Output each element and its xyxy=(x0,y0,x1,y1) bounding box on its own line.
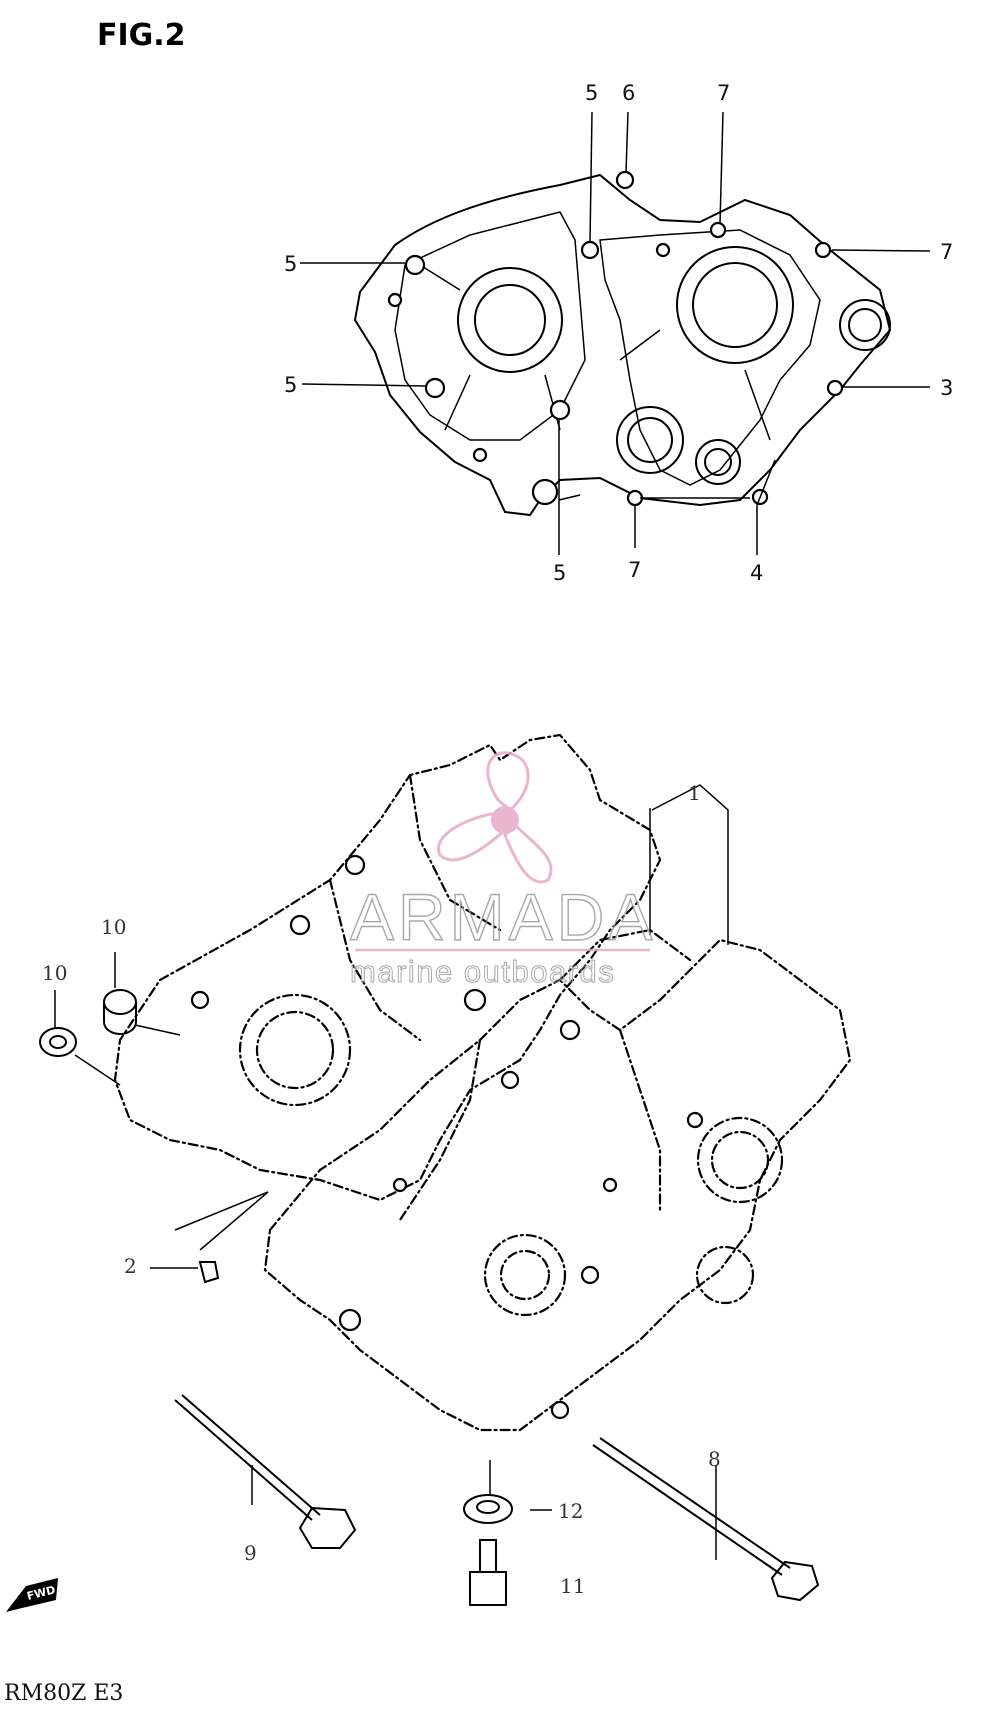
figure-title: FIG.2 xyxy=(97,18,186,53)
callout-10-upper: 10 xyxy=(101,915,126,939)
crankcase-half-view xyxy=(300,111,931,555)
callout-3: 3 xyxy=(940,376,953,400)
watermark-brand: ARMADA xyxy=(350,880,656,954)
callout-7-bottom: 7 xyxy=(628,558,641,582)
propeller-logo-icon xyxy=(436,751,553,884)
crankcase-assembly-view xyxy=(39,733,852,1606)
armada-watermark: ARMADA marine outboards xyxy=(349,751,656,990)
callout-5-left-lower: 5 xyxy=(284,373,297,397)
callout-6: 6 xyxy=(622,81,635,105)
watermark-tagline: marine outboards xyxy=(350,954,615,989)
callout-4: 4 xyxy=(750,561,763,585)
callout-1: 1 xyxy=(688,781,701,805)
callout-11: 11 xyxy=(560,1574,585,1598)
callout-5-top: 5 xyxy=(585,81,598,105)
figure-code: RM80Z E3 xyxy=(4,1681,123,1706)
fwd-arrow-icon: FWD xyxy=(6,1578,58,1612)
callout-7-right: 7 xyxy=(940,240,953,264)
callout-8: 8 xyxy=(708,1447,721,1471)
callout-10-lower: 10 xyxy=(42,961,67,985)
callout-9: 9 xyxy=(244,1541,257,1565)
callout-2: 2 xyxy=(124,1254,137,1278)
callout-5-left-upper: 5 xyxy=(284,252,297,276)
callout-12: 12 xyxy=(558,1499,583,1523)
callout-5-bottom: 5 xyxy=(553,561,566,585)
callout-7-top: 7 xyxy=(717,81,730,105)
